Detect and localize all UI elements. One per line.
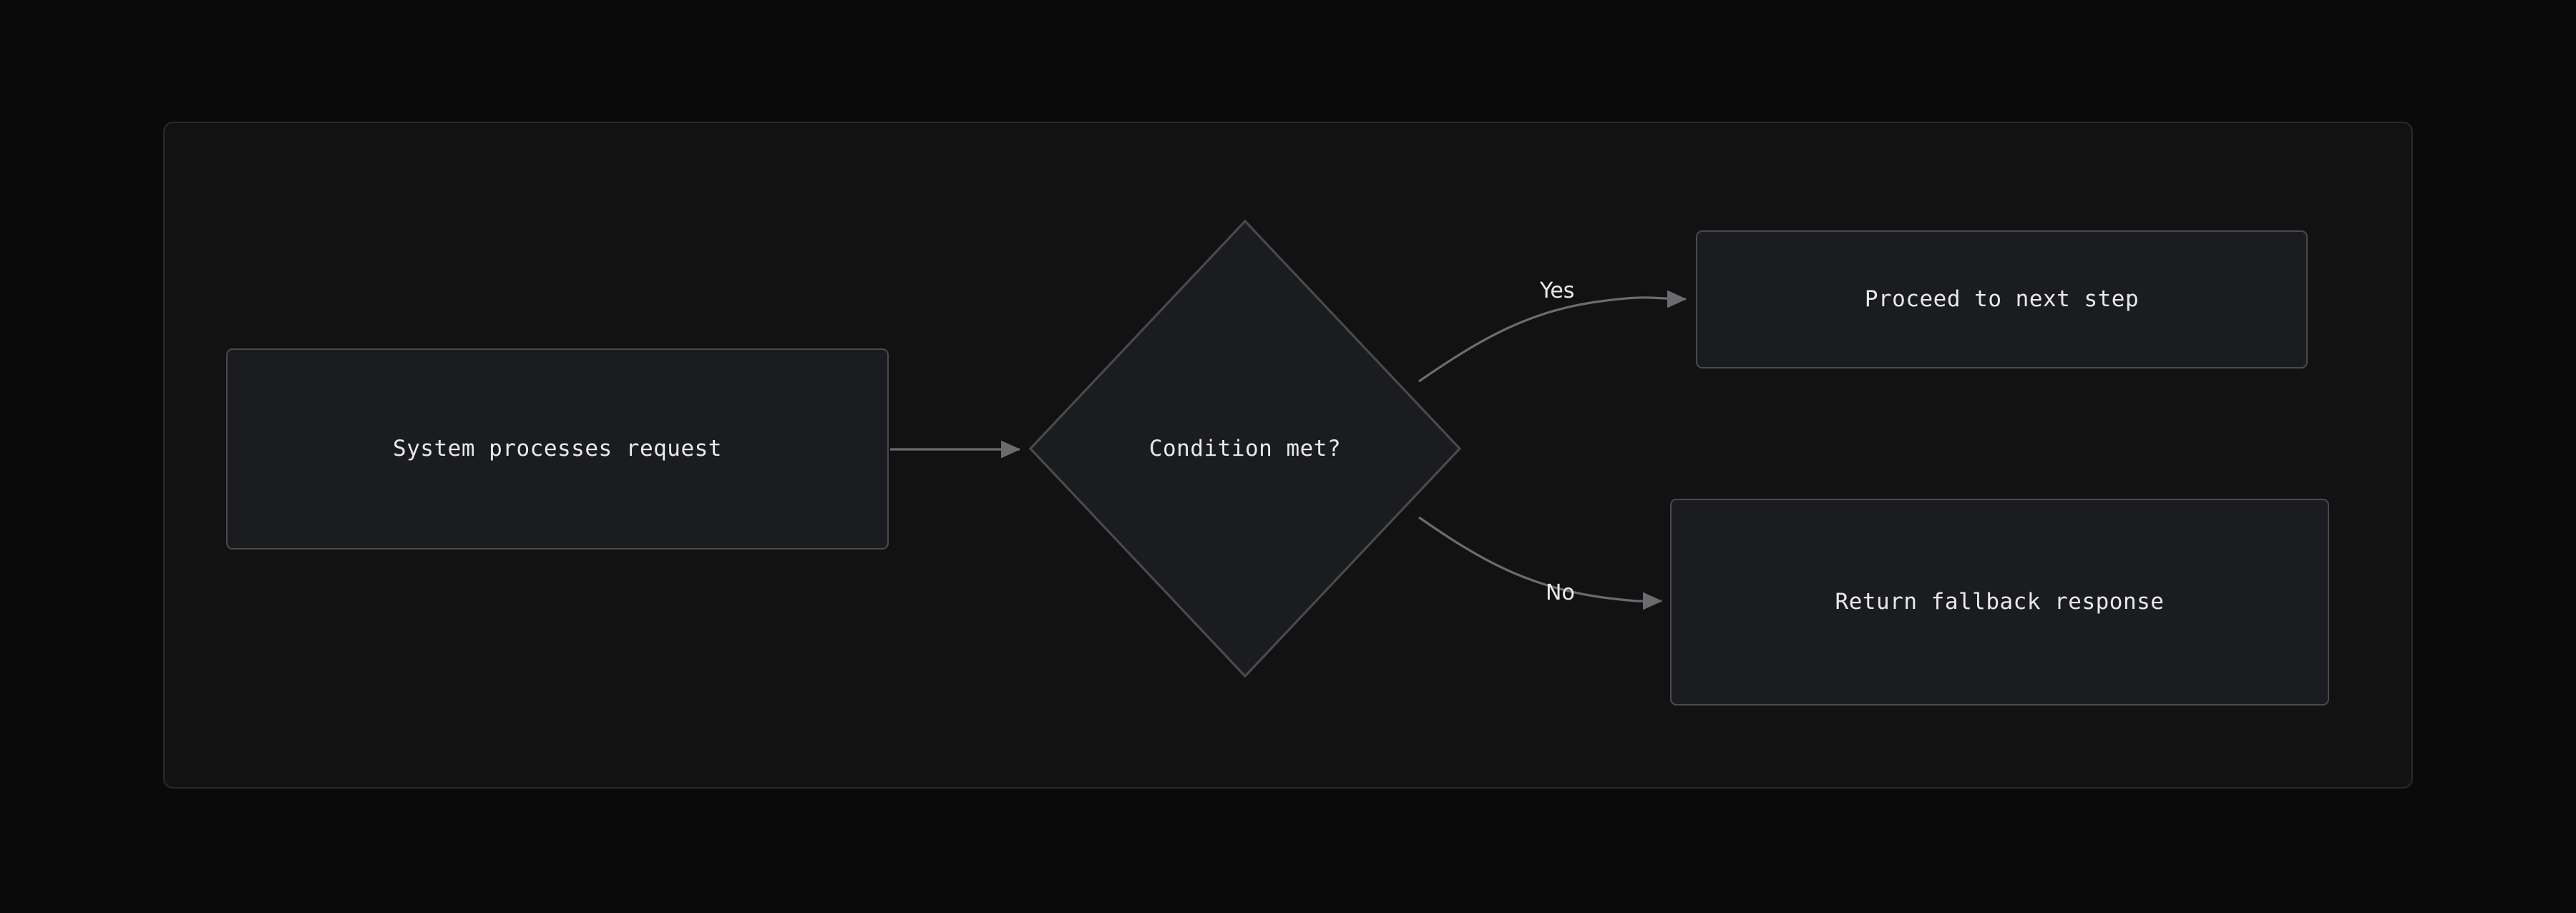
diamond-shape [1029,220,1461,678]
edge-label-no: No [1546,580,1575,605]
node-label: Return fallback response [1835,589,2165,615]
node-label: System processes request [393,436,722,462]
node-condition-met[interactable]: Condition met? [1029,220,1461,678]
node-label: Condition met? [1148,435,1342,462]
node-label: Proceed to next step [1864,286,2140,312]
edge-label-yes: Yes [1540,278,1575,303]
node-system-processes-request[interactable]: System processes request [226,348,889,550]
node-return-fallback-response[interactable]: Return fallback response [1670,499,2329,706]
node-proceed-to-next-step[interactable]: Proceed to next step [1696,230,2308,368]
